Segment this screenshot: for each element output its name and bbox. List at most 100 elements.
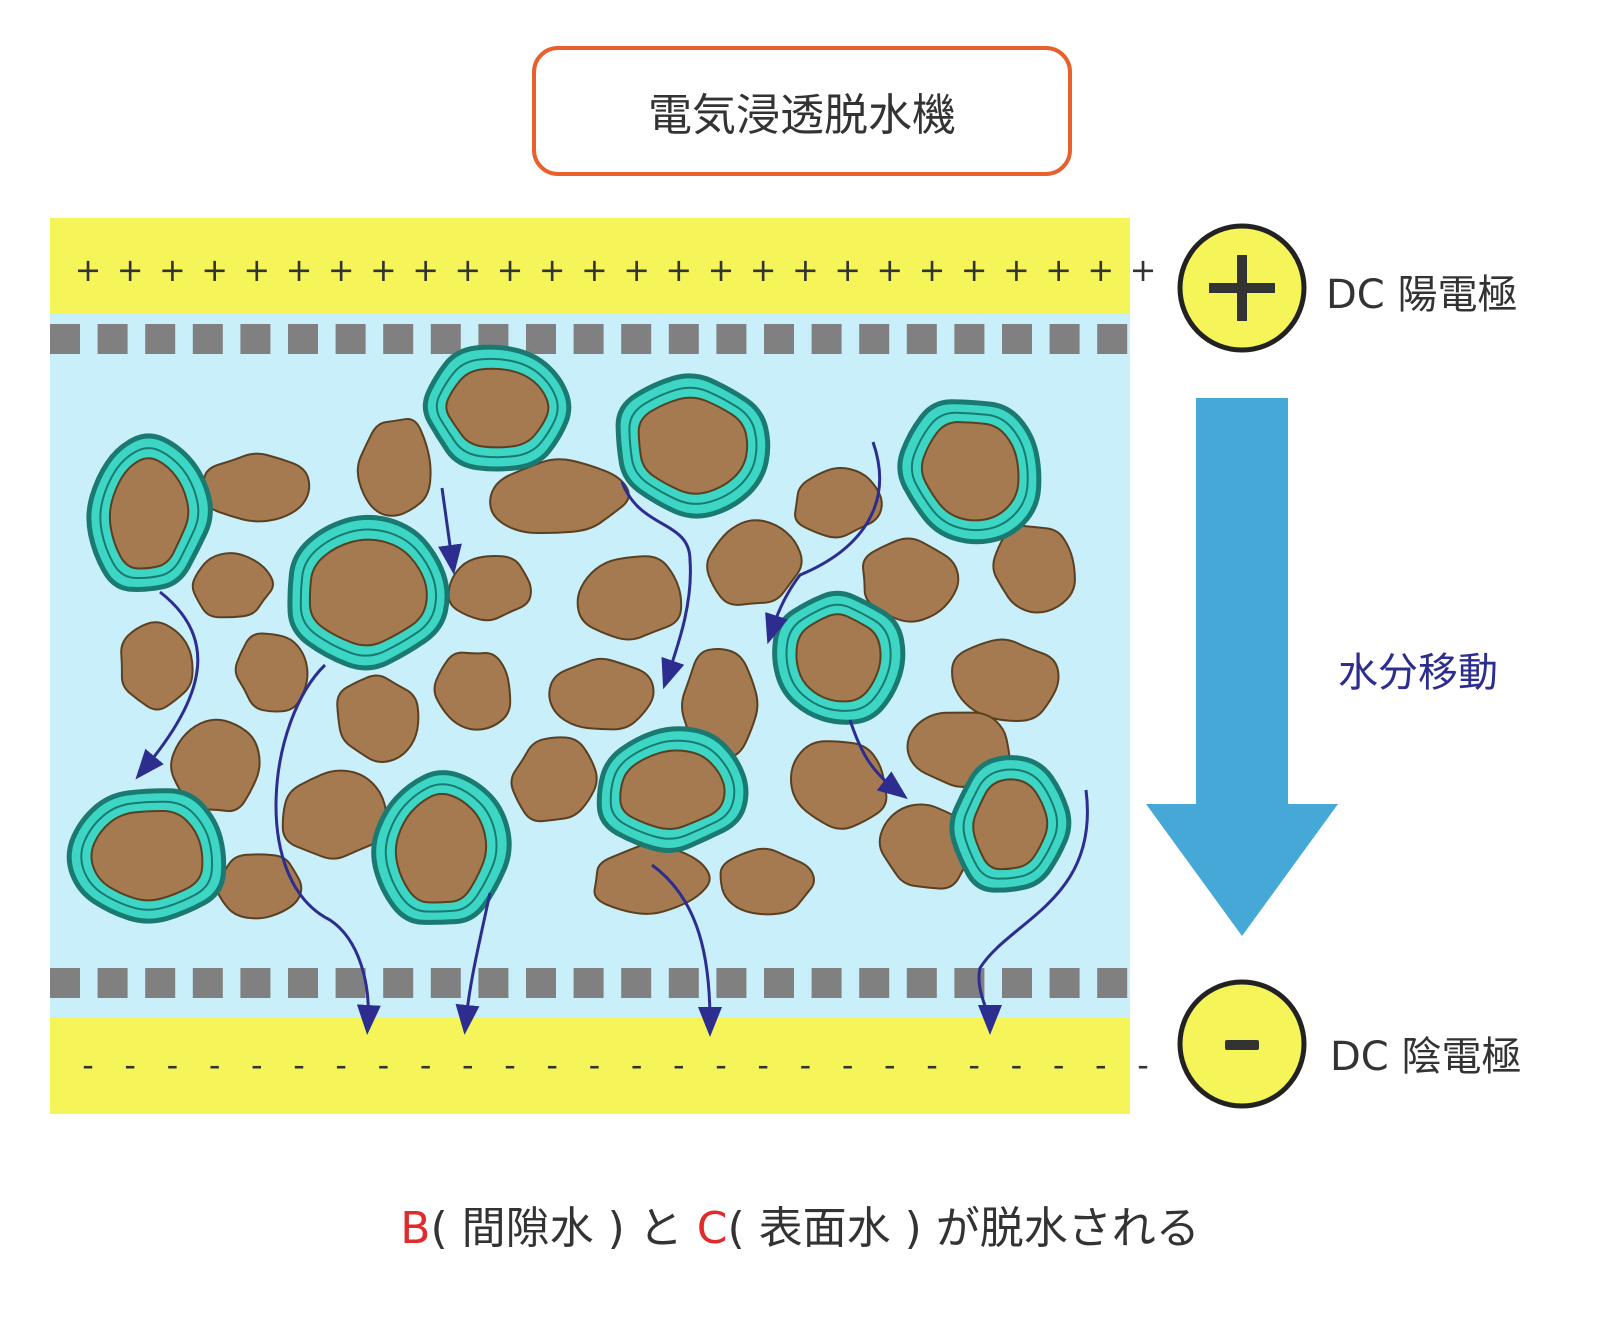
bottom-filter xyxy=(50,968,1128,998)
particle xyxy=(356,417,432,517)
filter-block xyxy=(764,968,794,998)
particle xyxy=(719,847,815,916)
filter-block xyxy=(1097,968,1128,998)
flow-arrow xyxy=(274,663,381,1035)
caption: B( 間隙水 ) と C( 表面水 ) が脱水される xyxy=(0,1192,1600,1256)
filter-block xyxy=(526,968,556,998)
filter-block xyxy=(906,968,937,998)
minus-mark: - xyxy=(124,1046,136,1084)
plus-mark: + xyxy=(665,251,692,289)
particle xyxy=(120,621,194,711)
plus-mark: + xyxy=(243,251,270,289)
coated-particle-core xyxy=(394,792,488,904)
cathode-plate xyxy=(50,1018,1130,1114)
plus-mark: + xyxy=(454,251,481,289)
minus-icon xyxy=(1225,1040,1259,1050)
minus-mark: - xyxy=(631,1046,643,1084)
filter-block xyxy=(526,324,556,354)
coated-particle-film-inner xyxy=(785,603,892,712)
filter-block xyxy=(1049,968,1080,998)
minus-mark: - xyxy=(1095,1046,1107,1084)
minus-mark: - xyxy=(209,1046,221,1084)
flow-arrow xyxy=(455,892,492,1035)
caption-b-letter: B xyxy=(400,1203,431,1254)
plus-mark: + xyxy=(497,251,524,289)
flow-arrow xyxy=(977,789,1089,1035)
minus-mark: - xyxy=(1011,1046,1023,1084)
filter-block xyxy=(573,324,604,354)
plus-mark: + xyxy=(623,251,650,289)
particle xyxy=(170,718,261,813)
title-text: 電気浸透脱水機 xyxy=(648,90,956,141)
minus-mark: - xyxy=(673,1046,685,1084)
filter-block xyxy=(668,968,699,998)
plus-mark: + xyxy=(75,251,102,289)
filter-block xyxy=(192,968,223,998)
filter-block xyxy=(430,324,461,354)
plus-mark: + xyxy=(412,251,439,289)
particle xyxy=(706,519,803,606)
particle xyxy=(878,803,973,890)
minus-mark: - xyxy=(167,1046,179,1084)
coated-particle-core xyxy=(920,421,1020,522)
minus-mark: - xyxy=(420,1046,432,1084)
filter-block xyxy=(240,968,271,998)
minus-mark: - xyxy=(715,1046,727,1084)
filter-block xyxy=(859,324,890,354)
filter-block xyxy=(811,324,842,354)
particle xyxy=(510,736,598,823)
particle xyxy=(576,555,683,641)
minus-mark: - xyxy=(293,1046,305,1084)
coated-particle-film-inner xyxy=(80,800,214,911)
coated-particle-core xyxy=(90,809,204,902)
flow-arrow xyxy=(620,481,692,690)
flow-arrow xyxy=(765,441,882,645)
particle xyxy=(433,651,512,731)
minus-mark: - xyxy=(1137,1046,1149,1084)
plus-mark: + xyxy=(750,251,777,289)
plus-mark: + xyxy=(1087,251,1114,289)
coated-particle-film-inner xyxy=(962,768,1059,880)
flow-arrow xyxy=(651,863,722,1037)
coated-particle-film-inner xyxy=(384,783,498,913)
filter-block xyxy=(97,324,128,354)
coated-particle-film-inner xyxy=(609,739,736,840)
plus-mark: + xyxy=(201,251,228,289)
plus-mark: + xyxy=(1045,251,1072,289)
filter-block xyxy=(621,324,652,354)
particle xyxy=(191,552,274,619)
plus-mark: + xyxy=(159,251,186,289)
minus-mark: - xyxy=(884,1046,896,1084)
filter-block xyxy=(859,968,890,998)
filter-block xyxy=(145,968,176,998)
plus-mark: + xyxy=(1003,251,1030,289)
filter-block xyxy=(764,324,794,354)
coated-particle-core xyxy=(619,749,726,830)
plus-mark: + xyxy=(834,251,861,289)
title-box: 電気浸透脱水機 xyxy=(532,46,1072,176)
filter-block xyxy=(811,968,842,998)
filter-block xyxy=(716,968,747,998)
filter-block xyxy=(145,324,176,354)
minus-mark: - xyxy=(800,1046,812,1084)
plus-mark: + xyxy=(708,251,735,289)
filter-block xyxy=(621,968,652,998)
coated-particle-core xyxy=(108,457,190,570)
filter-block xyxy=(240,324,271,354)
filter-block xyxy=(478,968,509,998)
particle xyxy=(862,537,960,623)
filter-block xyxy=(906,324,937,354)
anode-plate xyxy=(50,218,1130,314)
coated-particle-film-inner xyxy=(435,357,559,459)
plus-mark: + xyxy=(370,251,397,289)
water-movement-label: 水分移動 xyxy=(1338,650,1498,696)
filter-block xyxy=(1049,324,1080,354)
filter-block xyxy=(383,324,414,354)
minus-mark: - xyxy=(504,1046,516,1084)
particle xyxy=(790,740,888,830)
filter-block xyxy=(954,324,985,354)
filter-block xyxy=(1002,968,1032,998)
filter-block xyxy=(192,324,223,354)
particle xyxy=(215,853,303,920)
